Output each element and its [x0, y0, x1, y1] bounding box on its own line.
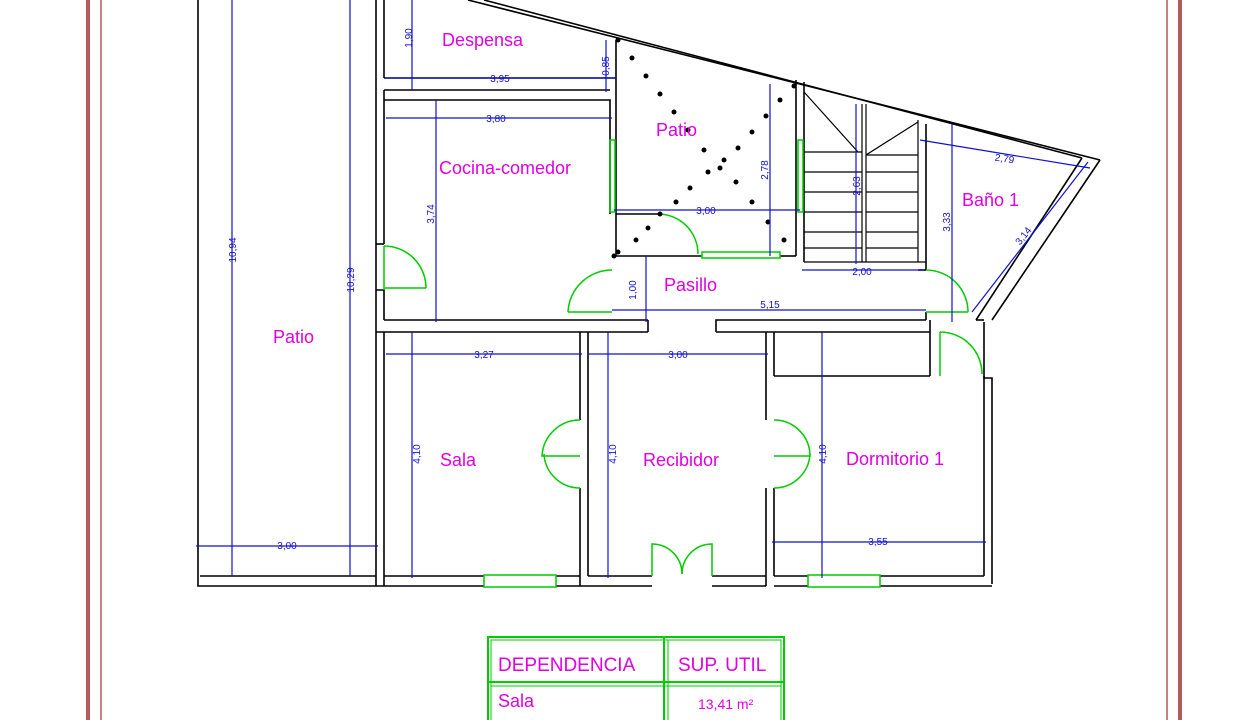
- surface-table: DEPENDENCIA SUP. UTIL Sala 13,41 m²: [487, 636, 785, 720]
- dim-bano-height: 3,33: [942, 212, 953, 232]
- dim-bano-top: 2,79: [994, 153, 1015, 167]
- dim-patio-interior-height: 2,78: [760, 160, 771, 180]
- dim-sala-height: 4,10: [412, 444, 423, 464]
- room-label-patio-interior: Patio: [656, 120, 697, 140]
- sheet-frame: [86, 0, 1182, 720]
- dim-stairs-height: 2,63: [852, 176, 863, 196]
- dim-sala-width: 3,27: [474, 350, 494, 361]
- room-label-sala: Sala: [440, 450, 477, 470]
- dim-cocina-width: 3,80: [486, 114, 506, 125]
- dim-patio-width: 3,00: [277, 541, 297, 552]
- room-label-cocina-comedor: Cocina-comedor: [439, 158, 571, 178]
- room-label-dormitorio-1: Dormitorio 1: [846, 449, 944, 469]
- table-cell-room-area: 13,41 m²: [698, 696, 754, 712]
- table-header-dependencia: DEPENDENCIA: [498, 655, 636, 676]
- dim-patio-height-outer: 10,94: [228, 237, 239, 262]
- dim-pasillo-height: 1,00: [628, 280, 639, 300]
- dim-despensa-width: 3,95: [490, 74, 510, 85]
- dim-dormitorio-width: 3,55: [868, 537, 888, 548]
- room-label-pasillo: Pasillo: [664, 275, 717, 295]
- dimension-lines: [196, 0, 1091, 578]
- dim-patio-interior-width: 3,00: [696, 206, 716, 217]
- room-label-recibidor: Recibidor: [643, 450, 719, 470]
- room-label-bano-1: Baño 1: [962, 190, 1019, 210]
- table-cell-room-name: Sala: [498, 691, 535, 711]
- room-label-patio-exterior: Patio: [273, 327, 314, 347]
- doors-windows: [383, 139, 983, 588]
- dim-stairs-width: 2,00: [852, 267, 872, 278]
- dim-recibidor-height: 4,10: [608, 444, 619, 464]
- dim-dormitorio-height: 4,10: [818, 444, 829, 464]
- dim-cocina-height: 3,74: [426, 204, 437, 224]
- walls: [197, 0, 1101, 587]
- table-header-sup-util: SUP. UTIL: [678, 655, 766, 676]
- dim-patio-height-inner: 10,29: [346, 267, 357, 292]
- dim-patio-notch: 0,85: [601, 56, 612, 76]
- dim-despensa-height: 1,90: [404, 28, 415, 48]
- patio-void-marker: [611, 37, 797, 259]
- dim-recibidor-width: 3,00: [668, 350, 688, 361]
- dim-pasillo-width: 5,15: [760, 300, 780, 311]
- room-label-despensa: Despensa: [442, 30, 524, 50]
